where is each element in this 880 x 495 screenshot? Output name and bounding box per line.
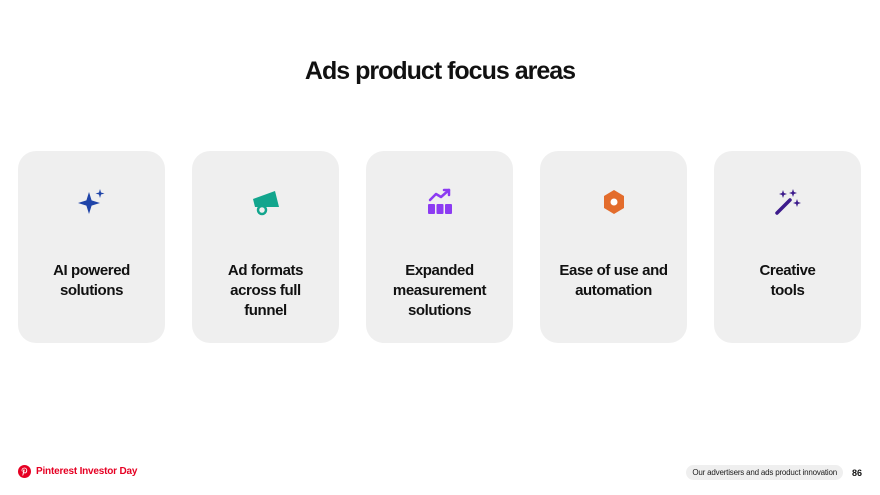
card-creative-tools: Creative tools [714, 151, 861, 343]
card-label: Expanded measurement solutions [392, 262, 487, 319]
footer-brand: Pinterest Investor Day [18, 465, 137, 478]
magic-wand-icon [773, 187, 803, 217]
card-label: Creative tools [759, 262, 816, 299]
brand-name: Pinterest Investor Day [36, 466, 138, 477]
sparkle-icon [77, 187, 107, 217]
card-ease-of-use: Ease of use and automation [540, 151, 687, 343]
page-number: 86 [851, 467, 862, 478]
slide-title: Ads product focus areas [304, 57, 576, 85]
card-ai-powered: AI powered solutions [18, 151, 165, 343]
card-label: Ease of use and automation [559, 262, 668, 299]
hex-nut-icon [599, 187, 629, 217]
pinterest-logo-icon [18, 465, 31, 478]
megaphone-icon [251, 187, 281, 217]
focus-areas-row: AI powered solutions Ad formats across f… [18, 151, 861, 343]
section-label: Our advertisers and ads product innovati… [686, 465, 843, 480]
bar-chart-trend-icon [425, 187, 455, 217]
card-ad-formats: Ad formats across full funnel [192, 151, 339, 343]
footer-info: Our advertisers and ads product innovati… [686, 465, 862, 480]
card-label: AI powered solutions [53, 262, 130, 299]
card-label: Ad formats across full funnel [227, 262, 304, 319]
card-measurement: Expanded measurement solutions [366, 151, 513, 343]
